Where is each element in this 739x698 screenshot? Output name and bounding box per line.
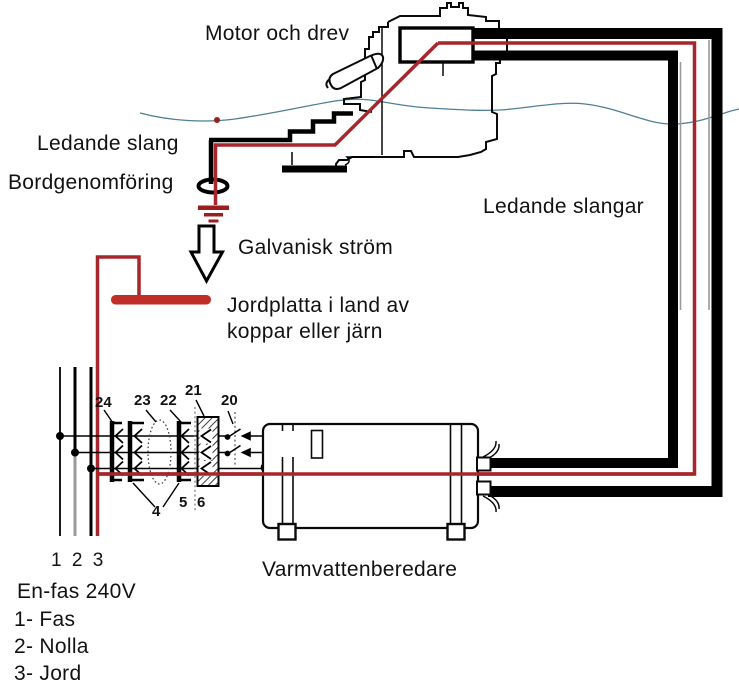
inner-hose <box>473 50 678 468</box>
label-motor: Motor och drev <box>205 22 350 45</box>
waterline <box>139 98 739 125</box>
label-hull-fitting: Bordgenomföring <box>8 171 174 194</box>
label-ground-plate-1: Jordplatta i land av <box>227 294 410 317</box>
through-hull-fitting <box>196 177 230 195</box>
waterline-dot <box>214 117 220 123</box>
conductive-hose-elbow <box>196 111 374 195</box>
tap-dot-3 <box>87 464 96 473</box>
label-legend-neutral: 2- Nolla <box>14 635 89 658</box>
label-supply: En-fas 240V <box>17 580 136 603</box>
switch-20 <box>224 410 251 467</box>
part-number-20: 20 <box>221 392 238 409</box>
heater-pipe-fittings <box>476 440 500 513</box>
plug-4a <box>127 421 144 482</box>
plug-body-23 <box>147 419 172 485</box>
part-number-22: 22 <box>160 392 177 409</box>
hose-cables <box>473 28 723 497</box>
galvanic-arrow-icon <box>188 224 226 285</box>
label-legend-phase: 1- Fas <box>14 608 76 631</box>
label-conductive-hoses: Ledande slangar <box>483 195 644 218</box>
part-number-5: 5 <box>179 494 188 511</box>
ground-wire-plate <box>95 255 141 536</box>
ground-wire-boat <box>213 41 440 205</box>
heating-element <box>310 429 324 459</box>
tap-dot-1 <box>55 431 64 440</box>
part-number-4: 4 <box>152 503 161 520</box>
label-phase-numbers: 1 2 3 <box>51 550 104 571</box>
part-number-21: 21 <box>185 382 202 399</box>
water-heater <box>261 422 500 541</box>
motor-block <box>398 26 475 64</box>
outer-hose <box>473 28 723 497</box>
tap-dot-2 <box>71 448 80 457</box>
ground-plate <box>111 295 211 305</box>
mains-lines <box>59 367 93 536</box>
plug-4b-22 <box>176 421 191 482</box>
heater-foot-left <box>277 522 297 541</box>
heater-foot-right <box>446 522 466 541</box>
part-number-24: 24 <box>95 394 112 411</box>
connector-blocks <box>103 399 220 512</box>
label-legend-ground: 3- Jord <box>14 662 82 685</box>
boat-hull <box>325 2 508 171</box>
label-conductive-hose: Ledande slang <box>37 132 179 155</box>
label-water-heater: Varmvattenberedare <box>262 558 458 581</box>
label-ground-plate-2: koppar eller järn <box>227 320 383 343</box>
part-number-6: 6 <box>197 494 206 511</box>
outdrive-leg <box>325 52 385 90</box>
ground-symbol <box>198 205 229 223</box>
socket-21-hatched <box>196 416 220 487</box>
label-pointers <box>103 399 205 508</box>
part-number-23: 23 <box>134 392 151 409</box>
label-galvanic-current: Galvanisk ström <box>238 236 394 259</box>
